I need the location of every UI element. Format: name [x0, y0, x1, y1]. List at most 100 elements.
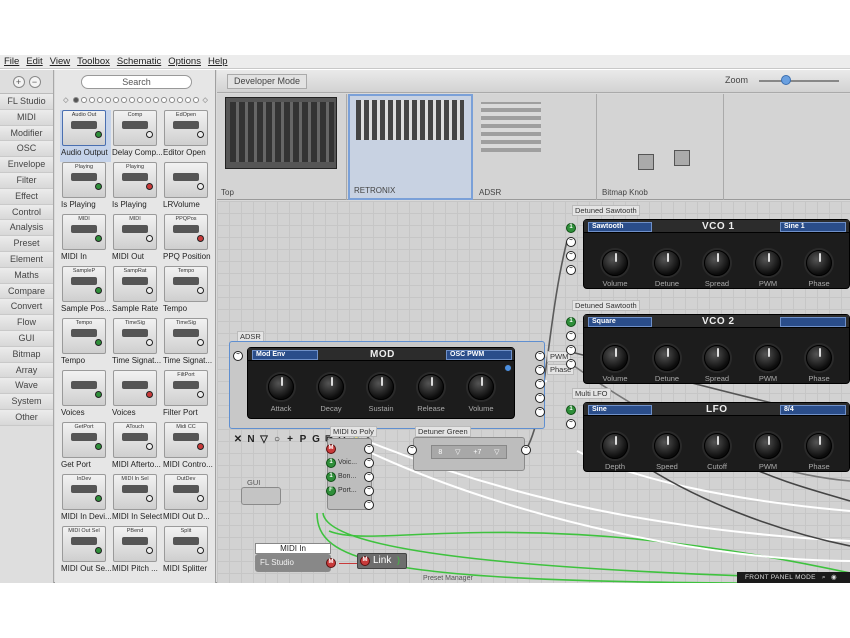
- menu-help[interactable]: Help: [207, 56, 228, 67]
- menu-options[interactable]: Options: [168, 56, 201, 67]
- page-dot[interactable]: [176, 97, 183, 103]
- waveform-select[interactable]: Square: [588, 317, 652, 327]
- lfo-wave-select[interactable]: Sine: [588, 405, 652, 415]
- toolbar-tool-icon[interactable]: ✕: [233, 434, 243, 445]
- sine-select[interactable]: Sine 1: [780, 222, 846, 232]
- link-module[interactable]: [357, 553, 407, 569]
- page-dot[interactable]: [152, 97, 159, 103]
- wave-port-icon[interactable]: ~: [566, 237, 576, 247]
- category-fl-studio[interactable]: FL Studio: [0, 94, 53, 110]
- cutoff-knob[interactable]: [704, 433, 730, 459]
- phase-knob[interactable]: [806, 433, 832, 459]
- page-dot[interactable]: [160, 97, 167, 103]
- wave-port-icon[interactable]: ~: [566, 251, 576, 261]
- lfo-rate-select[interactable]: 8/4: [780, 405, 846, 415]
- toolbar-tool-icon[interactable]: ○: [273, 434, 281, 445]
- depth-knob[interactable]: [602, 433, 628, 459]
- menu-view[interactable]: View: [49, 56, 71, 67]
- pwm-knob[interactable]: [755, 345, 781, 371]
- remove-icon[interactable]: −: [28, 75, 41, 88]
- midi-port-icon[interactable]: M: [326, 444, 336, 454]
- wave-port-icon[interactable]: ~: [521, 445, 531, 455]
- attack-knob[interactable]: [268, 374, 294, 400]
- toolbar-tool-icon[interactable]: N: [247, 434, 255, 445]
- decay-knob[interactable]: [318, 374, 344, 400]
- page-dot[interactable]: [144, 97, 151, 103]
- menu-edit[interactable]: Edit: [26, 56, 43, 67]
- toolbar-tool-icon[interactable]: G: [312, 434, 320, 445]
- category-preset[interactable]: Preset: [0, 236, 53, 252]
- add-icon[interactable]: +: [12, 75, 25, 88]
- wave-port-icon[interactable]: ~: [233, 351, 243, 361]
- category-filter[interactable]: Filter: [0, 172, 53, 189]
- category-convert[interactable]: Convert: [0, 299, 53, 316]
- front-panel-mode-bar[interactable]: FRONT PANEL MODE ⌕ ◉: [737, 572, 850, 583]
- page-dot[interactable]: [96, 97, 103, 103]
- page-dot[interactable]: [168, 97, 175, 103]
- wave-port-icon[interactable]: ~: [566, 419, 576, 429]
- detune-knob[interactable]: [654, 345, 680, 371]
- toolbar-tool-icon[interactable]: P: [299, 434, 307, 445]
- thumbnail-bitmap-knob[interactable]: Bitmap Knob: [598, 94, 724, 200]
- thumbnail-adsr[interactable]: ADSR: [475, 94, 597, 200]
- page-dot[interactable]: [72, 97, 79, 103]
- page-dot[interactable]: [112, 97, 119, 103]
- menu-file[interactable]: File: [4, 56, 20, 67]
- wave-port-icon[interactable]: ~: [364, 486, 374, 496]
- toolbar-tool-icon[interactable]: ▽: [260, 434, 268, 445]
- category-wave[interactable]: Wave: [0, 378, 53, 395]
- sustain-knob[interactable]: [368, 374, 394, 400]
- wave-port-icon[interactable]: ~: [566, 345, 576, 355]
- component-tile[interactable]: Voices: [111, 370, 162, 422]
- wave-port-icon[interactable]: ~: [566, 331, 576, 341]
- midi-port-icon[interactable]: M: [326, 558, 336, 568]
- mod-env-select[interactable]: Mod Env: [252, 350, 318, 360]
- input-port-icon[interactable]: 1: [326, 458, 336, 468]
- page-dot[interactable]: [80, 97, 87, 103]
- thumbnail-top[interactable]: Top: [217, 94, 347, 200]
- category-gui[interactable]: GUI: [0, 330, 53, 347]
- wave-port-icon[interactable]: ~: [566, 265, 576, 275]
- category-maths[interactable]: Maths: [0, 267, 53, 284]
- component-tile[interactable]: LRVolume: [162, 162, 213, 214]
- pwm-knob[interactable]: [755, 250, 781, 276]
- page-dot[interactable]: [88, 97, 95, 103]
- category-analysis[interactable]: Analysis: [0, 220, 53, 237]
- page-dot[interactable]: [128, 97, 135, 103]
- page-dot[interactable]: [104, 97, 111, 103]
- category-system[interactable]: System: [0, 394, 53, 410]
- input-port-icon[interactable]: 1: [566, 317, 576, 327]
- category-flow[interactable]: Flow: [0, 315, 53, 331]
- volume-knob[interactable]: [602, 250, 628, 276]
- component-tile[interactable]: Voices: [60, 370, 111, 422]
- spread-knob[interactable]: [704, 345, 730, 371]
- category-bitmap[interactable]: Bitmap: [0, 346, 53, 363]
- category-array[interactable]: Array: [0, 362, 53, 379]
- wave-port-icon[interactable]: ~: [535, 351, 545, 361]
- category-modifier[interactable]: Modifier: [0, 125, 53, 142]
- release-knob[interactable]: [418, 374, 444, 400]
- category-osc[interactable]: OSC: [0, 141, 53, 158]
- phase-knob[interactable]: [806, 345, 832, 371]
- search-icon[interactable]: ⌕: [821, 574, 826, 581]
- zoom-slider[interactable]: [759, 80, 839, 82]
- page-dot[interactable]: [184, 97, 191, 103]
- schematic-canvas[interactable]: ADSR ~ Mod Env MOD OSC PWM Attack Decay …: [217, 201, 850, 583]
- input-port-icon[interactable]: 1: [566, 223, 576, 233]
- input-port-icon[interactable]: 1: [566, 405, 576, 415]
- page-dot[interactable]: [136, 97, 143, 103]
